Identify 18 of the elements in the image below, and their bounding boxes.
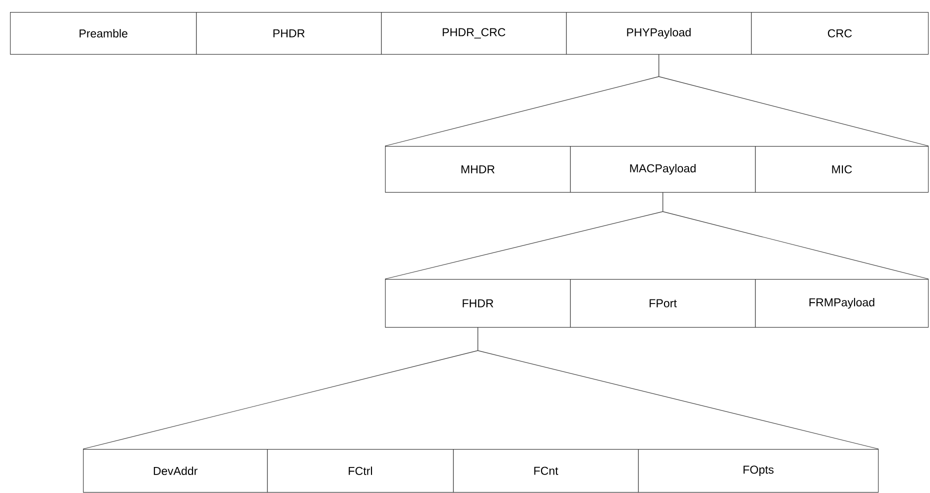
expansion-line bbox=[658, 54, 929, 146]
field-box: FCtrl bbox=[267, 449, 454, 493]
field-box: PHDR_CRC bbox=[381, 12, 567, 55]
field-box: PHDR bbox=[196, 12, 382, 55]
field-box: FCnt bbox=[453, 449, 639, 493]
field-box: MACPayload bbox=[570, 146, 756, 193]
field-box: FRMPayload bbox=[755, 279, 929, 328]
field-box: FPort bbox=[570, 279, 756, 328]
field-box: DevAddr bbox=[83, 449, 268, 493]
expansion-line bbox=[478, 327, 879, 450]
field-box: FOpts bbox=[638, 449, 879, 493]
field-box: FHDR bbox=[385, 279, 571, 328]
field-box: CRC bbox=[751, 12, 929, 55]
field-box: MHDR bbox=[385, 146, 571, 193]
expansion-line bbox=[662, 192, 929, 280]
field-box: Preamble bbox=[10, 12, 197, 55]
field-box: PHYPayload bbox=[566, 12, 752, 55]
field-box: MIC bbox=[755, 146, 929, 193]
